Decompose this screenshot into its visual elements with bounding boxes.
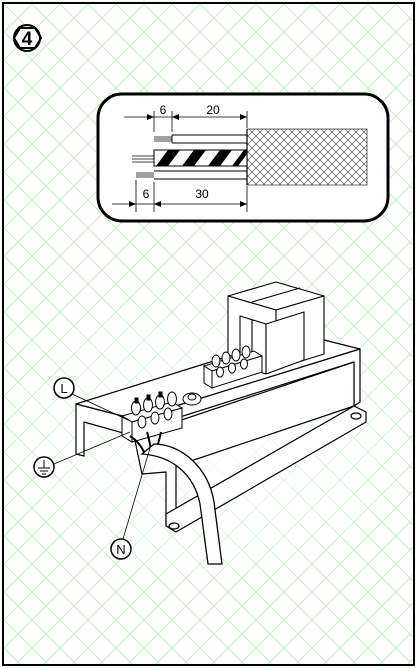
wiring-diagram: 4 bbox=[12, 24, 390, 565]
bottom-dim-short-label: 6 bbox=[143, 187, 150, 201]
bottom-dim-long-label: 30 bbox=[195, 187, 209, 201]
neutral-label: N bbox=[110, 447, 151, 560]
lower-conductor bbox=[136, 170, 247, 180]
live-label: L bbox=[53, 377, 129, 421]
upper-conductor bbox=[154, 134, 247, 144]
strip-detail-box: 6 20 6 30 bbox=[96, 92, 390, 223]
front-terminal-block bbox=[120, 391, 184, 443]
transformer bbox=[227, 281, 325, 375]
top-dim-short-label: 6 bbox=[160, 103, 167, 117]
earth-conductor bbox=[153, 149, 248, 167]
step-number: 4 bbox=[22, 29, 33, 50]
small-component bbox=[182, 392, 202, 406]
earth-ground-icon bbox=[33, 431, 131, 478]
live-text: L bbox=[60, 381, 67, 396]
power-cable bbox=[140, 443, 223, 565]
step-badge: 4 bbox=[12, 24, 43, 52]
cable-sheath bbox=[246, 128, 368, 186]
top-dim-long-label: 20 bbox=[206, 103, 220, 117]
rear-terminal-block bbox=[202, 345, 264, 389]
top-dimension: 6 20 bbox=[124, 103, 248, 132]
bottom-dimension: 6 30 bbox=[112, 180, 248, 212]
neutral-text: N bbox=[116, 542, 125, 557]
